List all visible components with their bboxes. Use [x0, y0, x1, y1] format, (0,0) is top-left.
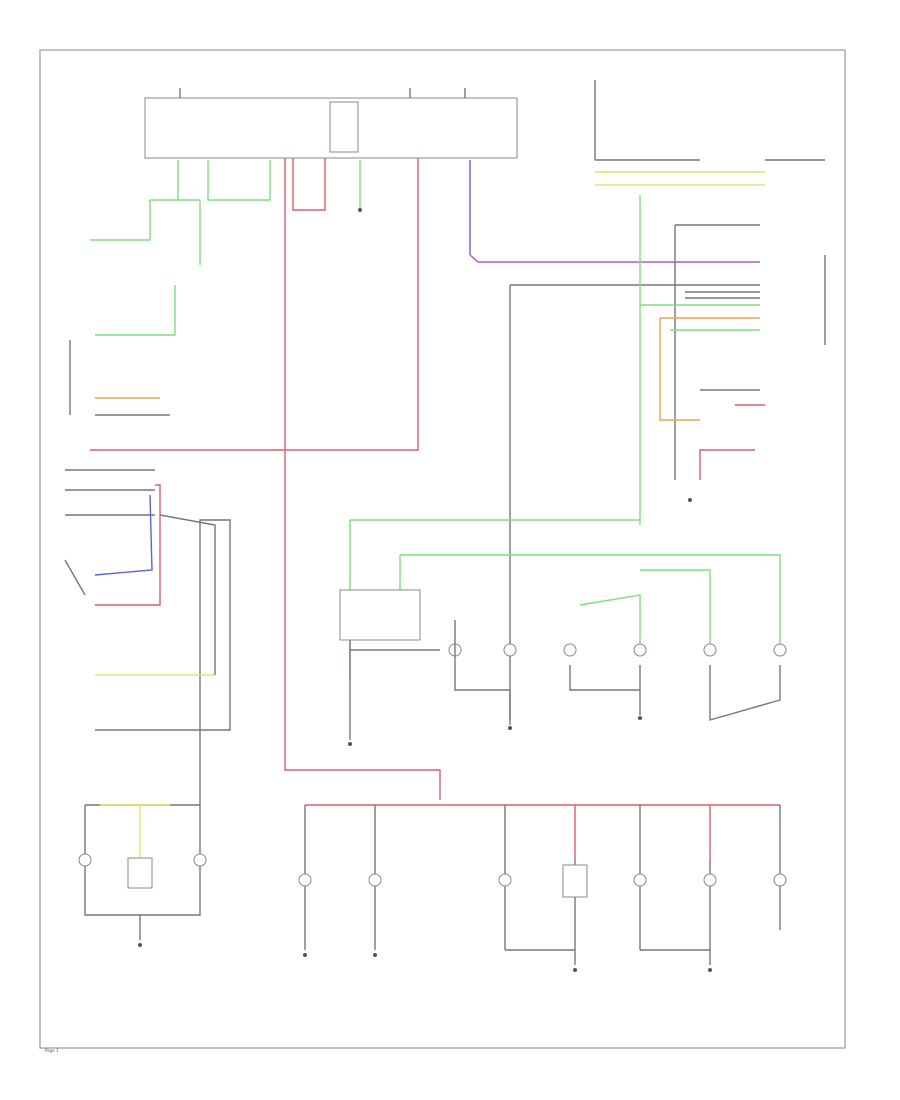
- ground-points: [138, 208, 712, 972]
- cluster-lamps: [448, 620, 787, 725]
- diagram-frame: [39, 49, 846, 1049]
- left-switch-stack: [64, 160, 361, 676]
- right-feeds: [469, 160, 826, 720]
- red-bus-drops: [304, 805, 781, 965]
- cluster-green-bus: [339, 519, 781, 740]
- red-power-feed: [90, 158, 780, 860]
- top-right-switch: [594, 80, 825, 161]
- bottom-lamps: [298, 864, 787, 898]
- bottom-left-lamps: [78, 519, 231, 940]
- page-tag: Page 1: [45, 1048, 59, 1053]
- fuse-block: [144, 88, 518, 159]
